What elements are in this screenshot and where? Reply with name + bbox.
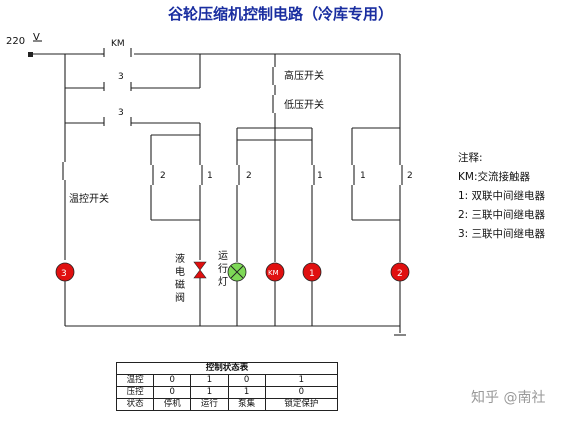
control-state-table: 控制状态表 温控 0 1 0 1 压控 0 1 1 0 状态 停机 运行 泵集 … <box>115 362 339 411</box>
contact-1-left-label: 1 <box>207 171 213 181</box>
run-lamp-label-3: 灯 <box>218 276 228 288</box>
contact-1-right-label: 1 <box>360 171 366 181</box>
contact-2-left-label: 2 <box>160 171 166 181</box>
watermark: 知乎 @南社 <box>471 389 545 406</box>
table-row: 状态 停机 运行 泵集 锁定保护 <box>115 398 339 411</box>
low-pressure-label: 低压开关 <box>284 98 324 111</box>
solenoid-label-2: 电 <box>175 265 185 278</box>
run-lamp-label-2: 行 <box>218 262 228 275</box>
relay1-coil-label: 1 <box>309 269 315 279</box>
solenoid-valve-top <box>193 261 207 271</box>
supply-unit: V <box>33 32 40 43</box>
notes-header: 注释: <box>458 151 483 164</box>
solenoid-valve-bottom <box>193 269 207 279</box>
relay2-coil-label: 2 <box>397 269 403 279</box>
contact-2-mid-label: 2 <box>246 171 252 181</box>
thermostat-label: 温控开关 <box>69 192 109 205</box>
solenoid-label-3: 磁 <box>175 278 185 291</box>
note-item-2: 2: 三联中间继电器 <box>458 208 546 221</box>
note-item-1: 1: 双联中间继电器 <box>458 189 546 202</box>
solenoid-label-4: 阀 <box>175 291 185 304</box>
run-lamp-label-1: 运 <box>218 250 228 262</box>
km-contact-label: KM <box>111 39 125 49</box>
table-row: 压控 0 1 1 0 <box>115 386 339 399</box>
note-item-km: KM:交流接触器 <box>458 170 530 183</box>
supply-terminal <box>28 52 33 57</box>
relay3-contact-b-label: 3 <box>118 108 124 118</box>
solenoid-label-1: 液 <box>175 252 185 265</box>
state-table-caption: 控制状态表 <box>116 362 338 375</box>
diagram-title: 谷轮压缩机控制电路（冷库专用） <box>168 5 393 23</box>
contact-2-right-label: 2 <box>407 171 413 181</box>
relay3-coil-label: 3 <box>61 269 67 279</box>
supply-voltage: 220 <box>6 36 25 47</box>
relay3-contact-a-label: 3 <box>118 72 124 82</box>
table-row: 温控 0 1 0 1 <box>115 374 339 387</box>
contact-1-mid-label: 1 <box>317 171 323 181</box>
high-pressure-label: 高压开关 <box>284 69 324 82</box>
note-item-3: 3: 三联中间继电器 <box>458 227 546 240</box>
contactor-coil-label: KM <box>268 269 279 277</box>
